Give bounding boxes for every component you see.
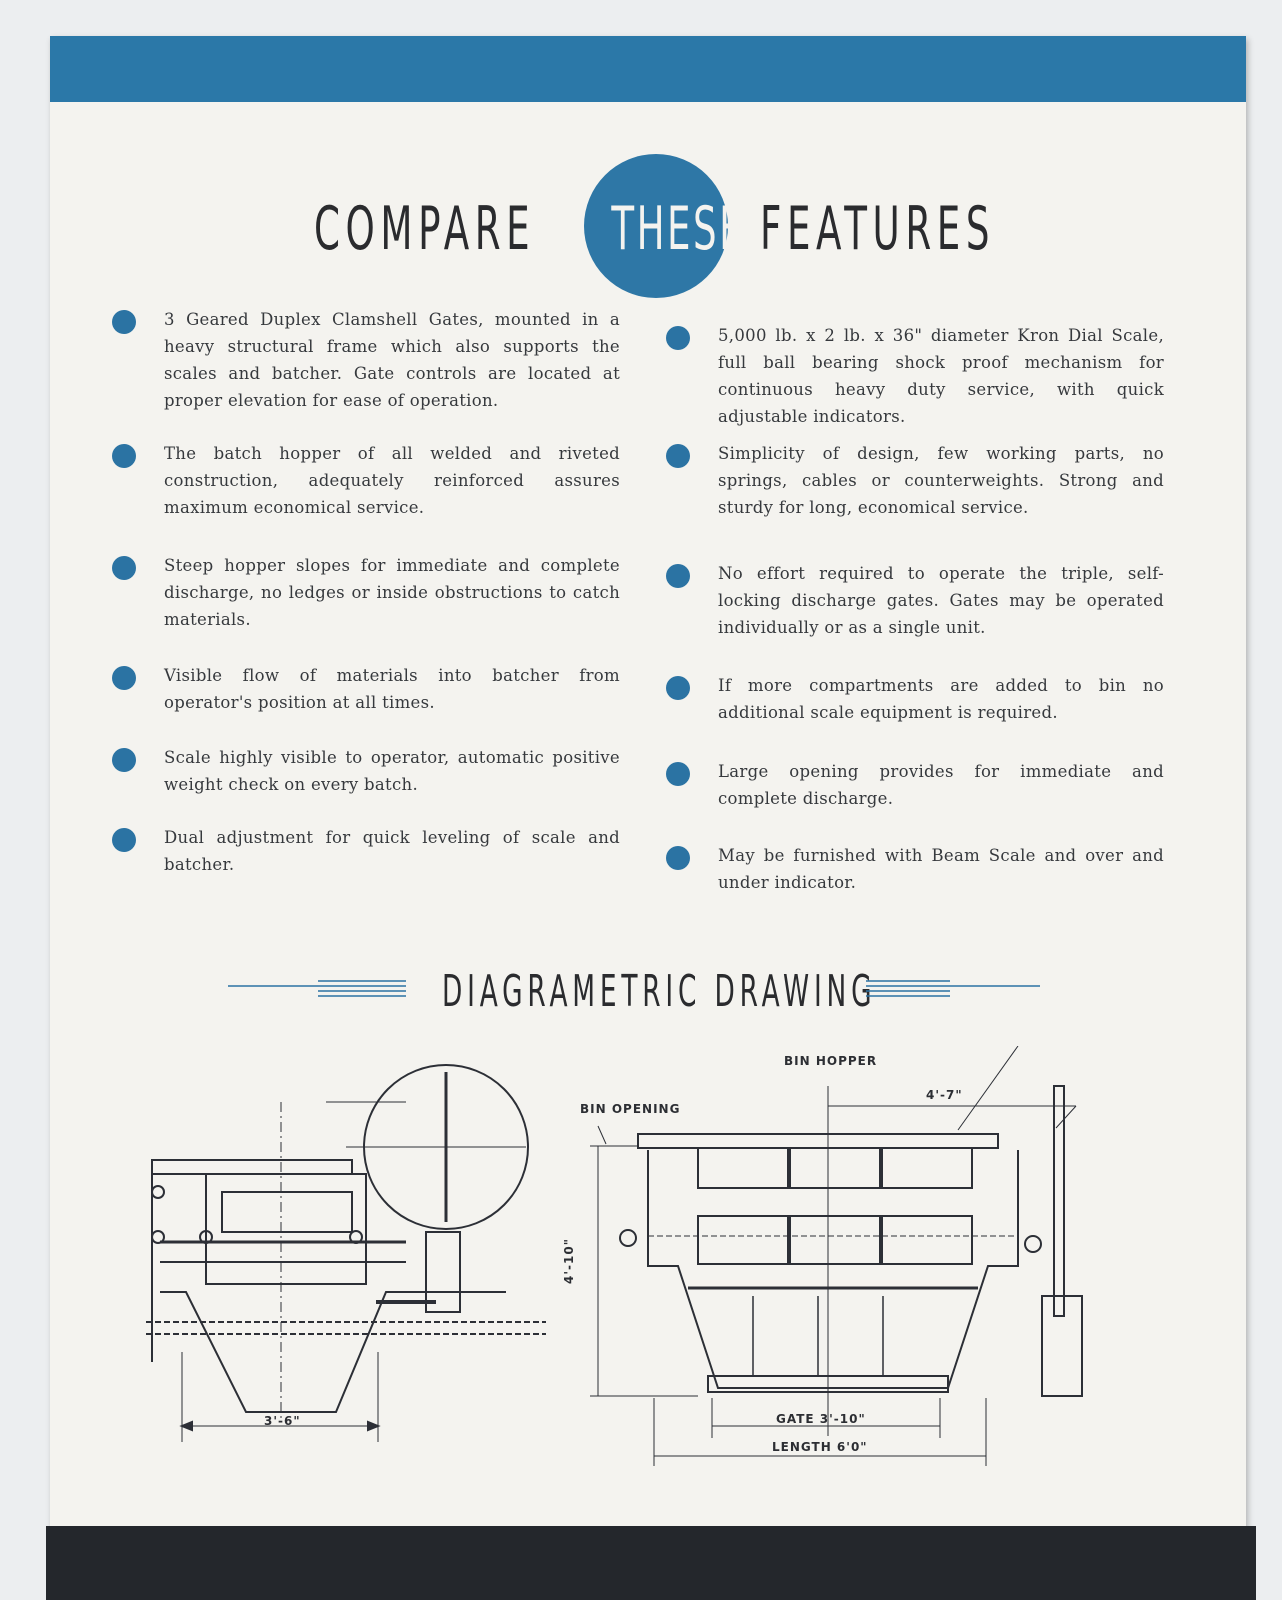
bullet-dot [666, 326, 690, 350]
feature-text: Dual adjustment for quick leveling of sc… [164, 828, 620, 874]
bullet-dot [112, 444, 136, 468]
feature-item: Large opening provides for immediate and… [666, 758, 1164, 842]
feature-text: Scale highly visible to operator, automa… [164, 748, 620, 794]
bullet-dot [666, 564, 690, 588]
bullet-dot [666, 676, 690, 700]
bullet-dot [112, 666, 136, 690]
length-dimension: LENGTH 6'0" [772, 1440, 868, 1454]
bullet-dot [666, 846, 690, 870]
side-elevation-drawing [146, 1064, 546, 1442]
headline-compare: COMPARE [314, 194, 536, 264]
headline-features: FEATURES [760, 194, 996, 264]
feature-item: Simplicity of design, few working parts,… [666, 440, 1164, 560]
feature-item: Visible flow of materials into batcher f… [112, 662, 620, 744]
bottom-dark-band [46, 1526, 1256, 1600]
feature-item: 3 Geared Duplex Clamshell Gates, mounted… [112, 306, 620, 440]
bullet-dot [112, 310, 136, 334]
feature-text: If more compartments are added to bin no… [718, 676, 1164, 722]
feature-text: No effort required to operate the triple… [718, 564, 1164, 637]
feature-text: May be furnished with Beam Scale and ove… [718, 846, 1164, 892]
feature-item: If more compartments are added to bin no… [666, 672, 1164, 758]
bin-hopper-label: BIN HOPPER [784, 1054, 878, 1068]
feature-item: 5,000 lb. x 2 lb. x 36" diameter Kron Di… [666, 322, 1164, 440]
feature-text: Visible flow of materials into batcher f… [164, 666, 620, 712]
feature-text: The batch hopper of all welded and rivet… [164, 444, 620, 517]
feature-item: Dual adjustment for quick leveling of sc… [112, 824, 620, 884]
dimension-4-10: 4'-10" [562, 1238, 576, 1284]
brochure-page: COMPARE THESE FEATURES 3 Geared Duplex C… [46, 36, 1256, 1600]
bullet-dot [666, 444, 690, 468]
gate-dimension: GATE 3'-10" [776, 1412, 866, 1426]
bullet-dot [112, 828, 136, 852]
feature-item: May be furnished with Beam Scale and ove… [666, 842, 1164, 902]
headline-these: THESE [611, 194, 746, 264]
right-decorative-lines [866, 980, 1040, 997]
feature-text: Simplicity of design, few working parts,… [718, 444, 1164, 517]
bullet-dot [666, 762, 690, 786]
feature-text: 5,000 lb. x 2 lb. x 36" diameter Kron Di… [718, 326, 1164, 426]
left-decorative-lines [228, 980, 406, 997]
diagram-title: DIAGRAMETRIC DRAWING [50, 966, 1246, 1017]
feature-item: Scale highly visible to operator, automa… [112, 744, 620, 824]
features-left-column: 3 Geared Duplex Clamshell Gates, mounted… [112, 306, 620, 884]
bullet-dot [112, 556, 136, 580]
dimension-4-7: 4'-7" [926, 1088, 963, 1102]
feature-text: 3 Geared Duplex Clamshell Gates, mounted… [164, 310, 620, 410]
diagram-title-text: DIAGRAMETRIC DRAWING [442, 966, 877, 1017]
feature-item: Steep hopper slopes for immediate and co… [112, 552, 620, 662]
bin-opening-label: BIN OPENING [580, 1102, 681, 1116]
front-elevation-drawing [590, 1046, 1083, 1466]
bullet-dot [112, 748, 136, 772]
feature-item: The batch hopper of all welded and rivet… [112, 440, 620, 552]
feature-text: Large opening provides for immediate and… [718, 762, 1164, 808]
headline: COMPARE THESE FEATURES [50, 146, 1246, 298]
features-right-column: 5,000 lb. x 2 lb. x 36" diameter Kron Di… [666, 322, 1164, 902]
left-width-dimension: 3'-6" [264, 1414, 301, 1428]
feature-text: Steep hopper slopes for immediate and co… [164, 556, 620, 629]
headline-circle: THESE [584, 154, 746, 298]
top-blue-band [50, 36, 1246, 102]
feature-item: No effort required to operate the triple… [666, 560, 1164, 672]
